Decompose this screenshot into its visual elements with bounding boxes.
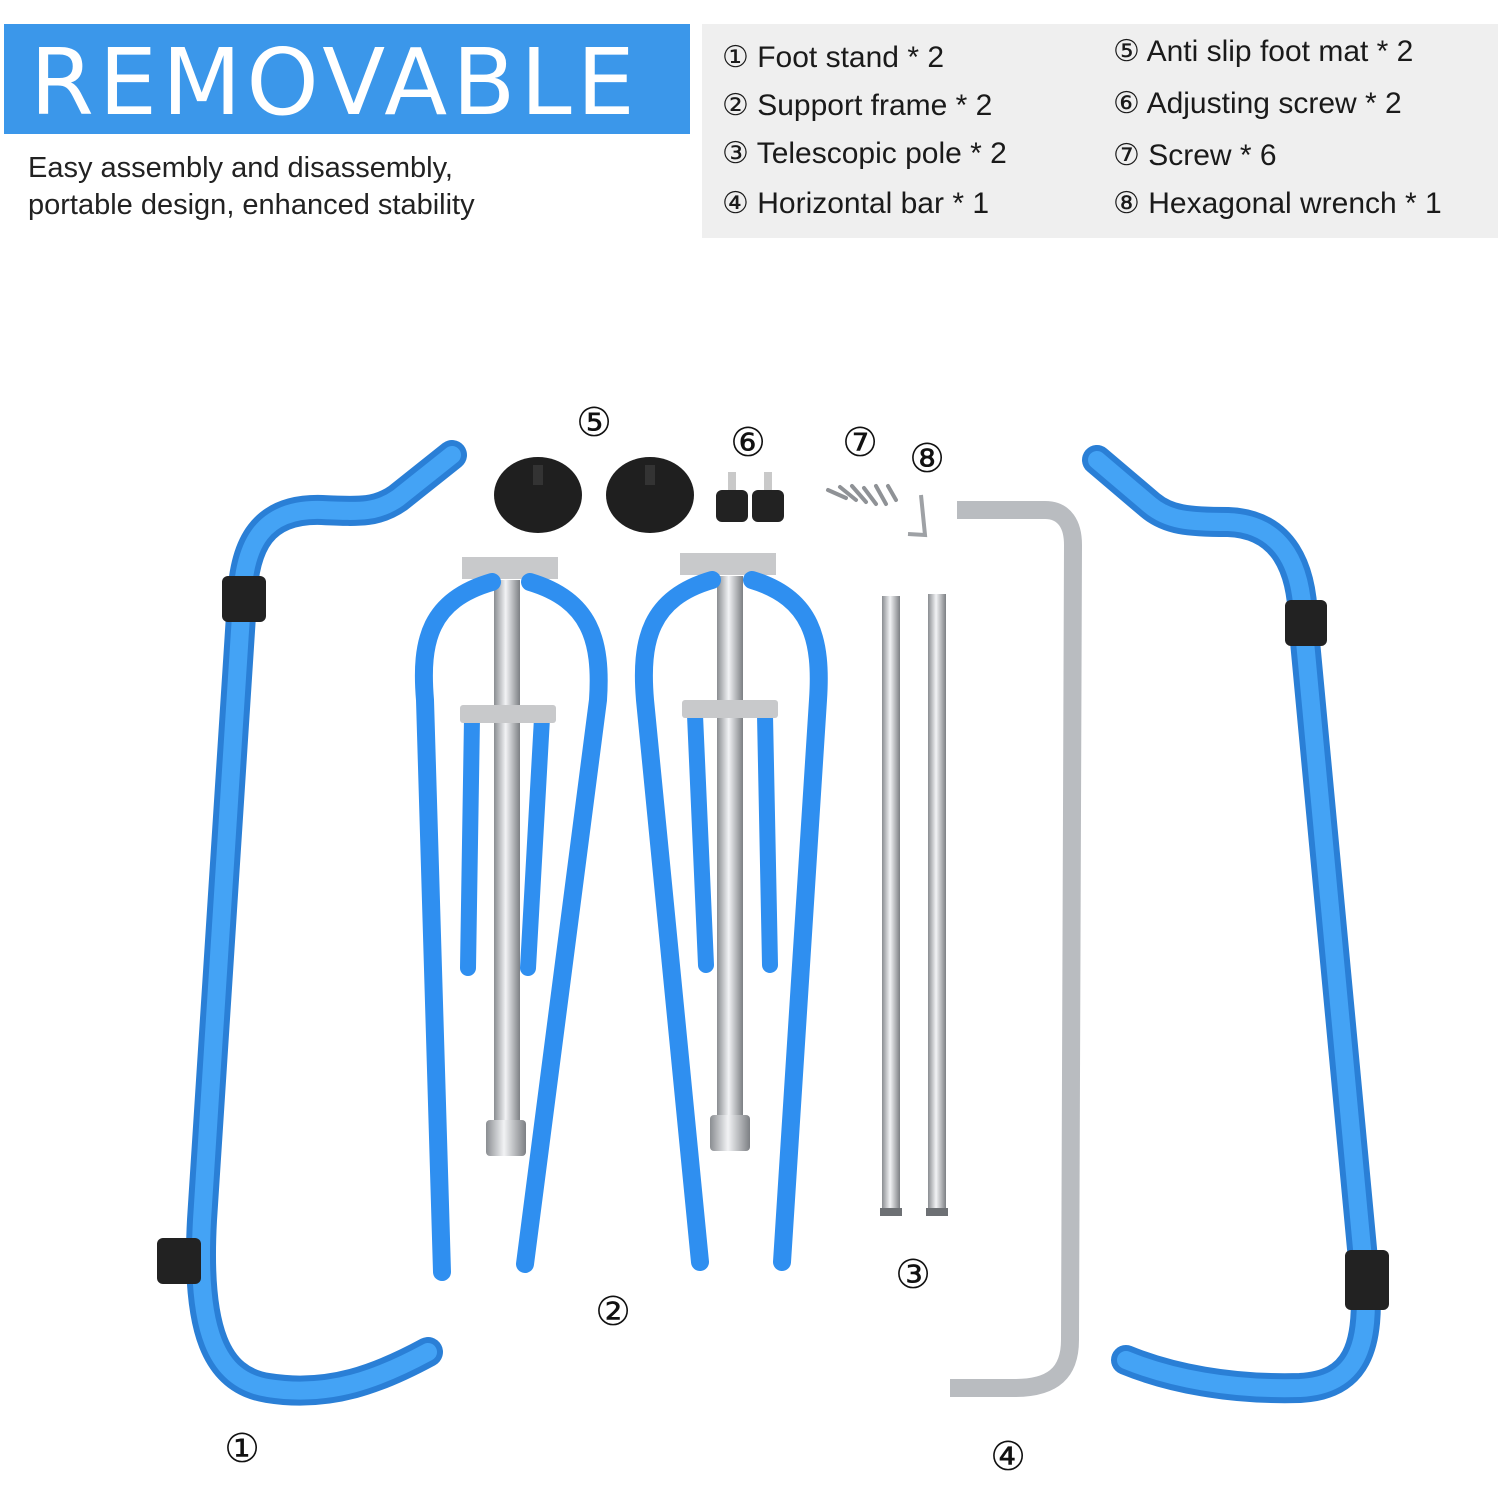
support-frame-right (634, 553, 828, 1271)
label-3: ③ (895, 1252, 931, 1298)
connector-sleeve (157, 1238, 201, 1284)
telescopic-poles (880, 594, 948, 1216)
title-banner: REMOVABLE (4, 24, 690, 136)
part-foot-mat: ⑤ Anti slip foot mat * 2 (1113, 35, 1414, 68)
connector-sleeve (1285, 600, 1327, 646)
foot-stand-right (1082, 445, 1389, 1404)
horizontal-bar (950, 501, 1083, 1397)
connector-sleeve (1345, 1250, 1389, 1310)
label-4: ④ (990, 1434, 1026, 1480)
part-adjusting-screw: ⑥ Adjusting screw * 2 (1113, 87, 1402, 120)
subtitle-line-2: portable design, enhanced stability (28, 189, 475, 221)
foot-mats (494, 457, 694, 533)
hex-wrench (907, 494, 928, 538)
parts-list: ① Foot stand * 2 ② Support frame * 2 ③ T… (702, 24, 1498, 238)
label-8: ⑧ (909, 436, 945, 482)
part-screw: ⑦ Screw * 6 (1113, 139, 1277, 172)
part-foot-stand: ① Foot stand * 2 (722, 41, 945, 74)
label-1: ① (224, 1426, 260, 1472)
screws (826, 484, 898, 506)
label-7: ⑦ (842, 420, 878, 466)
label-5: ⑤ (576, 400, 612, 446)
connector-sleeve (222, 576, 266, 622)
parts-photo: ⑤ ⑥ ⑦ ⑧ ② ③ ① ④ (157, 400, 1389, 1480)
subtitle-line-1: Easy assembly and disassembly, (28, 152, 453, 184)
label-6: ⑥ (730, 420, 766, 466)
part-telescopic-pole: ③ Telescopic pole * 2 (722, 137, 1007, 170)
adjusting-screws (716, 472, 784, 522)
part-wrench: ⑧ Hexagonal wrench * 1 (1113, 187, 1442, 220)
part-horizontal-bar: ④ Horizontal bar * 1 (722, 187, 990, 220)
subtitle: Easy assembly and disassembly, portable … (28, 150, 475, 224)
label-2: ② (595, 1289, 631, 1335)
part-support-frame: ② Support frame * 2 (722, 89, 993, 122)
support-frame-left (414, 557, 608, 1281)
foot-stand-left (157, 440, 467, 1406)
page-title: REMOVABLE (30, 29, 640, 136)
